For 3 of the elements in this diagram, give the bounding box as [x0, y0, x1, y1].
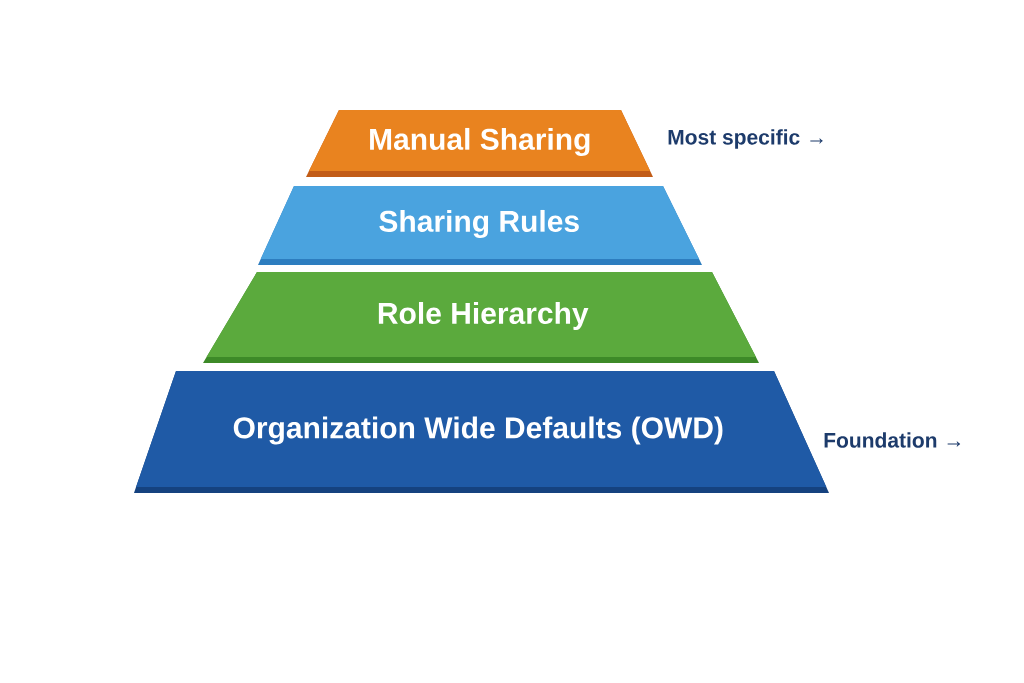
pyramid-tier: Role Hierarchy	[203, 272, 759, 363]
pyramid-tier: Sharing Rules	[258, 186, 702, 265]
side-label: Most specific →	[668, 129, 823, 149]
